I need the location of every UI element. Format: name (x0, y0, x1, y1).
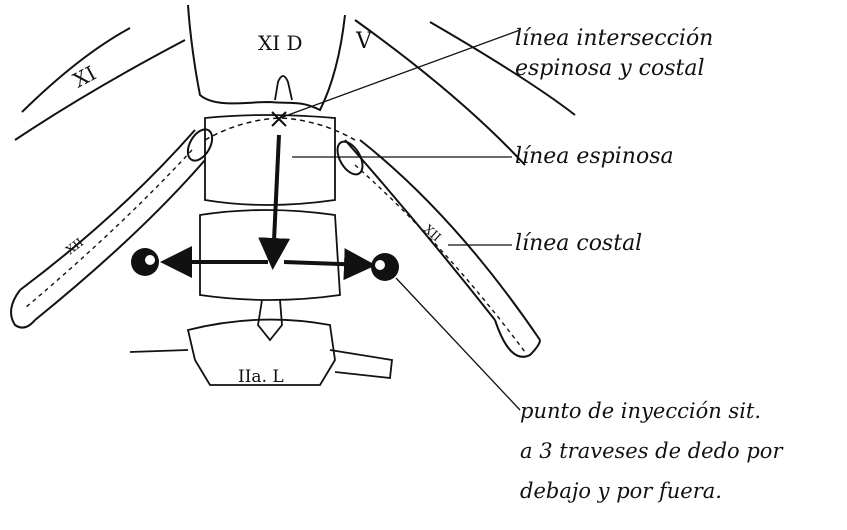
rib-xii-left-dashed (25, 150, 192, 308)
rib-xii-right (332, 137, 540, 356)
right-lateral-arrow (284, 262, 368, 265)
upper-vertebra-outline (188, 5, 345, 110)
annotation-costal: línea costal (515, 231, 642, 256)
rib-v-label: V (355, 29, 373, 54)
vertebral-column (130, 115, 392, 385)
spinous-process-top (275, 76, 292, 100)
annotation-spinous: línea espinosa (515, 144, 674, 169)
spinous-arrow (273, 135, 279, 262)
vertebra-iia-label: IIa. L (238, 367, 284, 387)
annotation-intersection-1: línea intersección (515, 26, 713, 51)
vertebra-xi-label: XI D (258, 31, 303, 55)
annotation-intersection-2: espinosa y costal (515, 56, 705, 81)
rib-xi-left (15, 28, 185, 140)
annotation-injection-2: a 3 traveses de dedo por (520, 439, 784, 463)
leader-lines (280, 30, 520, 410)
injection-point-right (371, 253, 399, 281)
annotation-injection-3: debajo y por fuera. (520, 479, 722, 503)
rib-xii-right-label: XII (421, 222, 444, 245)
injection-point-left (131, 248, 159, 276)
annotation-injection-1: punto de inyección sit. (520, 399, 761, 423)
